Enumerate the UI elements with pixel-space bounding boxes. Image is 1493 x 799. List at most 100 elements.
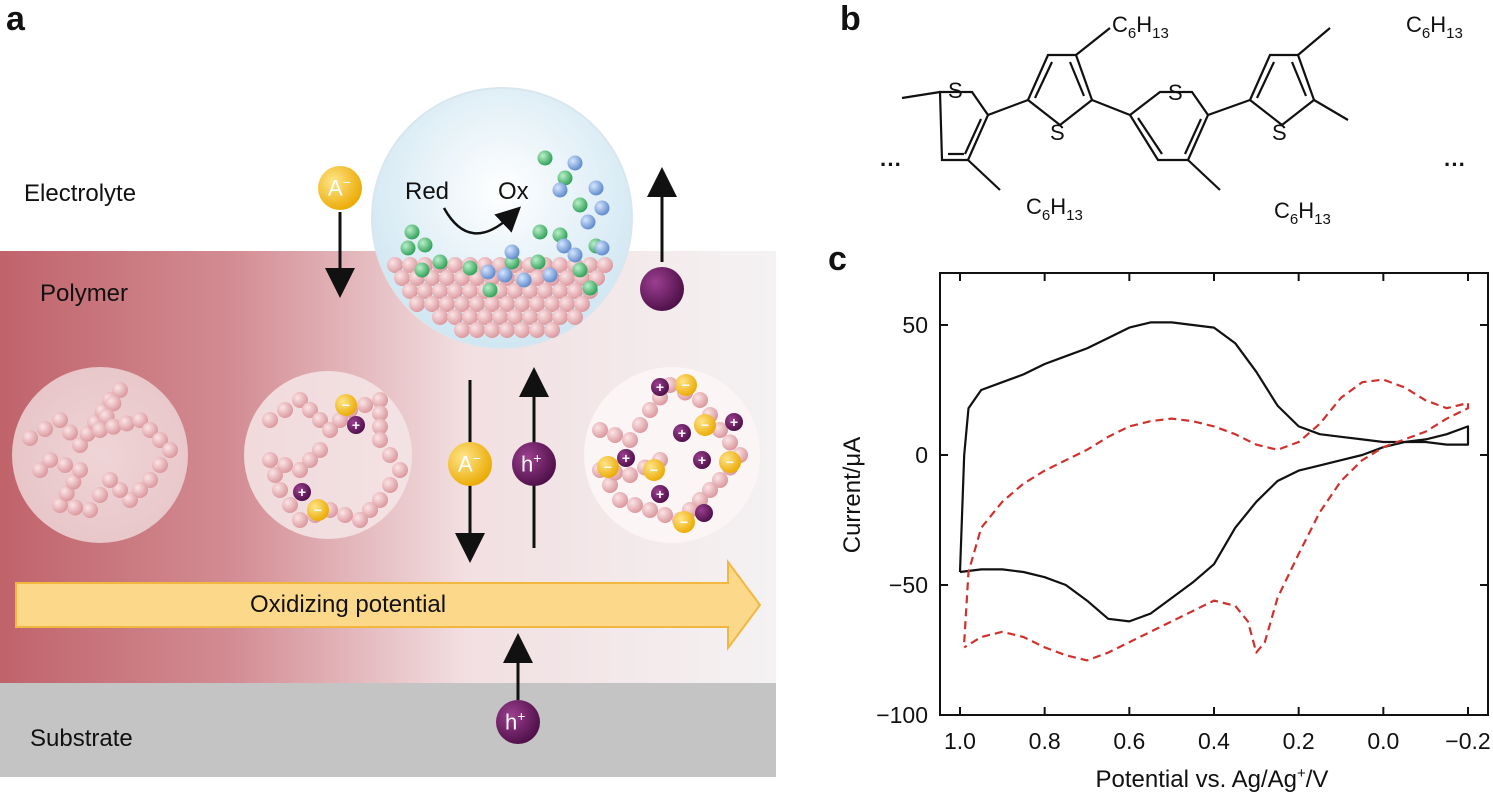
polymer-bead bbox=[152, 457, 168, 473]
polymer-bead bbox=[529, 322, 545, 338]
polymer-bead bbox=[424, 296, 440, 312]
polymer-bead bbox=[105, 418, 122, 435]
ring-1-double-bond bbox=[948, 118, 983, 156]
ellipsis-left: ··· bbox=[880, 152, 902, 177]
polymer-bead bbox=[322, 422, 338, 438]
oxidized-species bbox=[516, 272, 532, 288]
polymer-bead bbox=[432, 283, 448, 299]
polymer-bead bbox=[372, 405, 388, 422]
reduced-species bbox=[414, 262, 430, 278]
polymer-bead bbox=[292, 462, 308, 478]
polymer-bead bbox=[142, 422, 158, 438]
anion-dot bbox=[643, 459, 665, 481]
hexyl-2-h: H bbox=[1430, 12, 1446, 37]
polymer-bead bbox=[132, 412, 148, 428]
ion-charge-glyph: + bbox=[730, 414, 738, 430]
bond-2-3 bbox=[1091, 98, 1131, 117]
substrate-label: Substrate bbox=[30, 725, 133, 752]
hole-label-mid: h+ bbox=[521, 450, 541, 477]
x-tick-label: 0.4 bbox=[1198, 728, 1230, 754]
panel-letter-c: c bbox=[828, 240, 847, 278]
ion-charge-glyph: − bbox=[342, 397, 350, 413]
polymer-bead bbox=[92, 422, 108, 438]
polymer-bead bbox=[132, 482, 148, 498]
x-tick-label: 0.8 bbox=[1029, 728, 1061, 754]
hole-label-mid-sup: + bbox=[533, 450, 542, 466]
polymer-bead bbox=[372, 432, 388, 448]
polymer-bead bbox=[302, 452, 318, 468]
substrate-layer bbox=[0, 683, 776, 777]
polymer-bead bbox=[712, 422, 728, 438]
polymer-bead bbox=[372, 392, 388, 408]
polymer-bead bbox=[462, 283, 478, 299]
ring1-sub-bond bbox=[967, 159, 1001, 191]
polymer-bead bbox=[392, 462, 408, 478]
methyl-end-bond-2 bbox=[1313, 99, 1349, 121]
anion-dot bbox=[719, 451, 741, 473]
polymer-bead bbox=[484, 322, 500, 338]
oxidized-species bbox=[588, 180, 604, 196]
polymer-bead bbox=[507, 309, 523, 325]
cv-series-1 bbox=[958, 321, 1470, 623]
hole-dot bbox=[725, 413, 743, 431]
hexyl-1-sub: 6 bbox=[1128, 25, 1136, 42]
polymer-bead bbox=[567, 283, 583, 299]
thiophene-ring-1 bbox=[938, 90, 990, 162]
polymer-bead bbox=[372, 492, 388, 508]
oxidized-species bbox=[594, 200, 610, 216]
polymer-bead bbox=[37, 421, 53, 437]
hole-dot bbox=[347, 416, 365, 434]
polymer-bead bbox=[22, 430, 38, 446]
polymer-bead bbox=[552, 283, 568, 299]
ion-charge-glyph: − bbox=[680, 514, 688, 530]
anion-label-mid-sup: − bbox=[472, 450, 481, 466]
polymer-bead bbox=[514, 296, 530, 312]
oxidized-species bbox=[594, 240, 610, 256]
hexyl-label-4: C6H13 bbox=[1274, 198, 1331, 228]
bond-1-2 bbox=[987, 98, 1029, 117]
polymer-bead bbox=[42, 452, 58, 468]
polymer-bead bbox=[702, 482, 718, 498]
hole-dot bbox=[673, 424, 691, 442]
hole-dot bbox=[651, 378, 669, 396]
polymer-bead bbox=[79, 425, 96, 442]
ion-charge-glyph: − bbox=[650, 462, 658, 478]
electrolyte-label: Electrolyte bbox=[24, 180, 137, 207]
polymer-bead bbox=[352, 512, 368, 528]
hexyl-label-1: C6H13 bbox=[1112, 12, 1169, 42]
polymer-bead bbox=[382, 447, 398, 463]
hexyl-3-sub2: 13 bbox=[1066, 207, 1083, 224]
ion-charge-glyph: + bbox=[698, 452, 706, 468]
ion-charge-glyph: + bbox=[298, 484, 306, 500]
polymer-bead bbox=[337, 507, 353, 523]
reduced-species bbox=[400, 240, 416, 256]
polymer-bead bbox=[409, 296, 425, 312]
polymer-bead bbox=[529, 270, 545, 286]
polymer-bead bbox=[559, 270, 575, 286]
anion-dot bbox=[335, 394, 357, 416]
hexyl-1-sub2: 13 bbox=[1152, 25, 1169, 42]
polymer-bead bbox=[559, 296, 575, 312]
polymer-bead bbox=[469, 296, 485, 312]
sulfur-4: S bbox=[1272, 120, 1287, 145]
oxidized-species bbox=[497, 267, 513, 283]
oxidizing-potential-label: Oxidizing potential bbox=[250, 591, 447, 618]
hole-dot bbox=[695, 504, 713, 522]
x-tick-label: 1.0 bbox=[944, 728, 976, 754]
hexyl-4-sub: 6 bbox=[1290, 211, 1298, 228]
hexyl-3-sub: 6 bbox=[1042, 207, 1050, 224]
polymer-bead bbox=[722, 434, 738, 451]
polymer-bead bbox=[62, 424, 78, 441]
polymer-bead bbox=[692, 392, 708, 408]
polymer-bead bbox=[292, 512, 308, 528]
hole-label-substrate: h+ bbox=[505, 708, 525, 735]
hexyl-4-c: C bbox=[1274, 198, 1290, 223]
polymer-bead bbox=[529, 296, 545, 312]
polymer-bead bbox=[112, 382, 128, 398]
sulfur-3: S bbox=[1168, 80, 1183, 105]
polymer-bead bbox=[162, 442, 178, 458]
polymer-bead bbox=[597, 257, 613, 273]
polymer-bead bbox=[72, 462, 88, 478]
ring-4-double-bond bbox=[1256, 61, 1308, 99]
